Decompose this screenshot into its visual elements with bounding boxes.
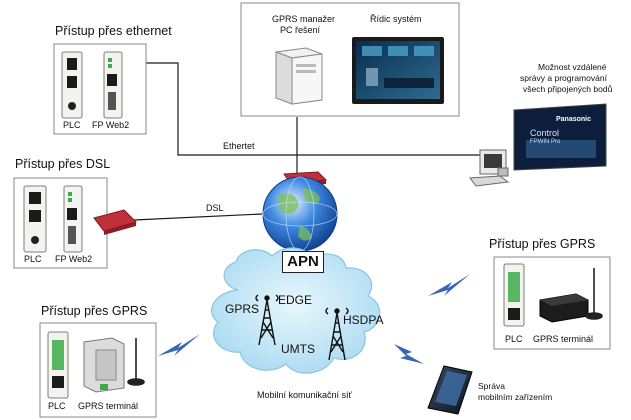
control-system-label: Řídic systém bbox=[370, 14, 422, 24]
software-screen-icon bbox=[513, 103, 607, 171]
ethernet-fp-web2-label: FP Web2 bbox=[92, 120, 130, 130]
gprs-left-plc-label: PLC bbox=[48, 401, 66, 411]
globe-icon bbox=[262, 176, 338, 252]
plc-module-dsl bbox=[23, 185, 47, 253]
dsl-router-icon bbox=[93, 209, 137, 235]
software-product-label: FPWIN Pro bbox=[530, 139, 561, 145]
plc-module-gprs-left bbox=[47, 331, 69, 399]
mobile-management-line1: Správa bbox=[478, 381, 505, 391]
antenna-icon bbox=[127, 338, 145, 386]
gprs-terminal-left bbox=[83, 337, 125, 393]
antenna-tower-icon bbox=[325, 307, 349, 361]
dsl-access-title: Přístup přes DSL bbox=[15, 157, 111, 171]
edge-network-label: EDGE bbox=[278, 293, 313, 307]
software-brand-label: Panasonic bbox=[556, 116, 592, 123]
gprs-right-plc-label: PLC bbox=[505, 334, 523, 344]
wireless-link-icon bbox=[158, 274, 470, 364]
gprs-left-access-title: Přístup přes GPRS bbox=[41, 304, 148, 318]
antenna-tower-icon bbox=[255, 294, 279, 346]
apn-label: APN bbox=[282, 251, 324, 273]
gprs-terminal-right bbox=[539, 293, 589, 323]
dsl-plc-label: PLC bbox=[24, 254, 42, 264]
gprs-manager-label: GPRS manažer bbox=[272, 14, 336, 24]
antenna-icon bbox=[585, 268, 603, 320]
dsl-link-label: DSL bbox=[206, 203, 224, 213]
gprs-right-access-title: Přístup přes GPRS bbox=[489, 237, 596, 251]
ethernet-line bbox=[146, 62, 482, 156]
ethernet-access-title: Přístup přes ethernet bbox=[55, 24, 172, 38]
pc-solution-label: PC řešení bbox=[280, 25, 321, 35]
connection-lines bbox=[133, 62, 482, 221]
remote-note-line1: Možnost vzdálené bbox=[538, 62, 607, 72]
ethernet-plc-label: PLC bbox=[63, 120, 81, 130]
software-title-label: Control bbox=[530, 128, 560, 138]
dsl-fp-web2-label: FP Web2 bbox=[55, 254, 93, 264]
server-tower-icon bbox=[275, 47, 323, 105]
umts-network-label: UMTS bbox=[281, 342, 315, 356]
control-system-monitor-icon bbox=[352, 37, 444, 104]
fp-web2-module-dsl bbox=[63, 185, 83, 253]
ethernet-link-label: Ethertet bbox=[223, 141, 255, 151]
remote-note-line3: všech připojených bodů bbox=[523, 84, 613, 94]
mobile-network-caption: Mobilní komunikační síť bbox=[257, 390, 352, 400]
remote-pc-icon bbox=[469, 149, 510, 187]
hsdpa-network-label: HSDPA bbox=[343, 313, 384, 327]
gprs-left-terminal-label: GPRS terminál bbox=[78, 401, 139, 411]
dsl-line bbox=[133, 213, 263, 221]
gprs-network-label: GPRS bbox=[225, 302, 260, 316]
mobile-management-line2: mobilním zařízením bbox=[478, 392, 553, 402]
plc-module-ethernet bbox=[61, 51, 83, 119]
plc-module-gprs-right bbox=[503, 263, 525, 327]
remote-note-line2: správy a programování bbox=[520, 73, 607, 83]
gprs-right-terminal-label: GPRS terminál bbox=[533, 334, 594, 344]
smartphone-icon bbox=[427, 365, 473, 415]
fp-web2-module-ethernet bbox=[103, 51, 123, 119]
